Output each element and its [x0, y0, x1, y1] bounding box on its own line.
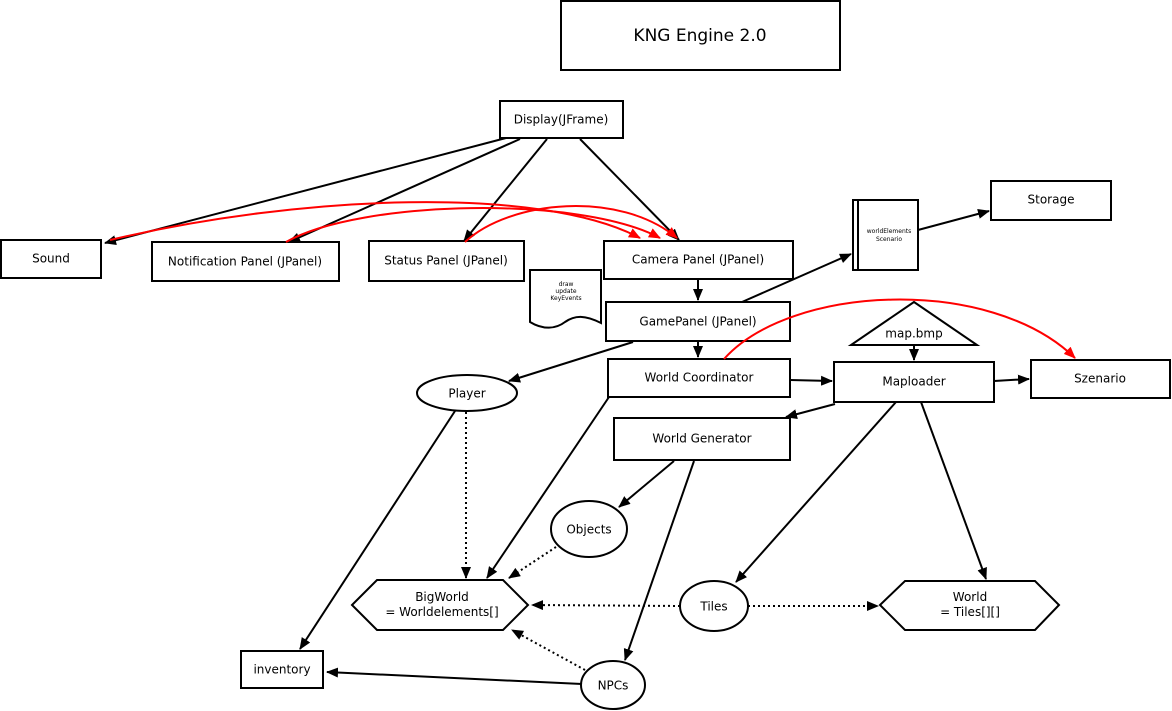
world-generator-label: World Generator	[652, 432, 751, 446]
maploader-node: Maploader	[833, 361, 995, 403]
display-node: Display(JFrame)	[499, 100, 624, 139]
scenario-file-node: worldElements Scenario	[852, 199, 919, 271]
world-line-2: = Tiles[][]	[940, 605, 1000, 619]
edge-gamepanel-scenario-file	[741, 253, 852, 303]
world-coordinator-label: World Coordinator	[645, 371, 754, 385]
edge-worldcoord-bigworld	[486, 396, 610, 579]
gamepanel-node: GamePanel (JPanel)	[605, 301, 791, 342]
status-panel-label: Status Panel (JPanel)	[384, 254, 508, 268]
bigworld-node: BigWorld = Worldelements[]	[350, 579, 530, 631]
edge-maploader-world	[920, 401, 987, 580]
bigworld-line-1: BigWorld	[415, 590, 469, 604]
notification-panel-label: Notification Panel (JPanel)	[168, 255, 322, 269]
note-line-2: update	[555, 288, 576, 295]
status-panel-node: Status Panel (JPanel)	[368, 240, 525, 282]
edge-display-status	[463, 138, 548, 242]
edge-gamepanel-player	[508, 341, 634, 383]
objects-label: Objects	[566, 523, 611, 537]
tiles-label: Tiles	[699, 600, 727, 614]
objects-node: Objects	[550, 500, 628, 558]
camera-panel-node: Camera Panel (JPanel)	[603, 240, 794, 280]
mapbmp-node: map.bmp	[847, 300, 981, 346]
npcs-label: NPCs	[598, 679, 629, 693]
edge-display-sound	[104, 137, 507, 246]
scenario-file-line-1: worldElements	[867, 228, 912, 235]
notification-panel-node: Notification Panel (JPanel)	[151, 241, 340, 282]
sound-label: Sound	[32, 252, 70, 266]
note-line-3: KeyEvents	[550, 295, 581, 302]
maploader-label: Maploader	[882, 375, 945, 389]
note-line-1: draw	[559, 281, 574, 288]
edge-player-inventory	[299, 410, 456, 650]
dotted-connectors	[461, 412, 879, 671]
world-node: World = Tiles[][]	[878, 580, 1061, 631]
edge-tiles-bigworld	[531, 600, 681, 611]
red-edge-worldcoord-szenario	[723, 298, 1076, 360]
edge-scenario-file-storage	[917, 209, 990, 231]
world-line-1: World	[953, 590, 987, 604]
display-label: Display(JFrame)	[514, 113, 609, 127]
title-box: KNG Engine 2.0	[560, 0, 841, 71]
npcs-node: NPCs	[580, 660, 646, 710]
storage-label: Storage	[1028, 193, 1075, 207]
diagram-title: KNG Engine 2.0	[633, 26, 766, 46]
inventory-label: inventory	[253, 663, 310, 677]
red-edge-sound-camera	[109, 201, 641, 241]
camera-panel-label: Camera Panel (JPanel)	[632, 253, 764, 267]
scenario-file-line-2: Scenario	[876, 236, 902, 243]
bigworld-line-2: = Worldelements[]	[385, 605, 498, 619]
edge-worldgen-objects	[618, 460, 675, 508]
tiles-node: Tiles	[679, 580, 749, 632]
edge-display-camera	[579, 138, 680, 241]
red-edge-notification-camera	[285, 207, 661, 243]
note-document: draw update KeyEvents	[529, 269, 602, 329]
gamepanel-label: GamePanel (JPanel)	[639, 315, 756, 329]
edge-maploader-worldgen	[785, 403, 836, 420]
szenario-node: Szenario	[1030, 359, 1171, 399]
edge-objects-bigworld	[508, 546, 557, 579]
connector-lines	[104, 137, 1030, 685]
edge-worldcoord-maploader	[789, 375, 833, 386]
red-edge-status-camera	[464, 205, 678, 243]
edge-maploader-tiles	[735, 401, 897, 583]
world-coordinator-node: World Coordinator	[607, 358, 791, 398]
red-connectors	[109, 201, 1076, 360]
edge-npcs-inventory	[326, 667, 583, 685]
player-node: Player	[416, 374, 518, 412]
inventory-node: inventory	[240, 650, 324, 689]
edge-maploader-szenario	[993, 374, 1030, 385]
sound-node: Sound	[0, 239, 102, 279]
player-label: Player	[448, 387, 485, 401]
world-generator-node: World Generator	[613, 417, 791, 461]
szenario-label: Szenario	[1074, 372, 1126, 386]
mapbmp-label: map.bmp	[885, 327, 942, 341]
storage-node: Storage	[990, 180, 1112, 221]
edge-npcs-bigworld	[511, 629, 586, 671]
edge-worldgen-npcs	[623, 460, 695, 661]
